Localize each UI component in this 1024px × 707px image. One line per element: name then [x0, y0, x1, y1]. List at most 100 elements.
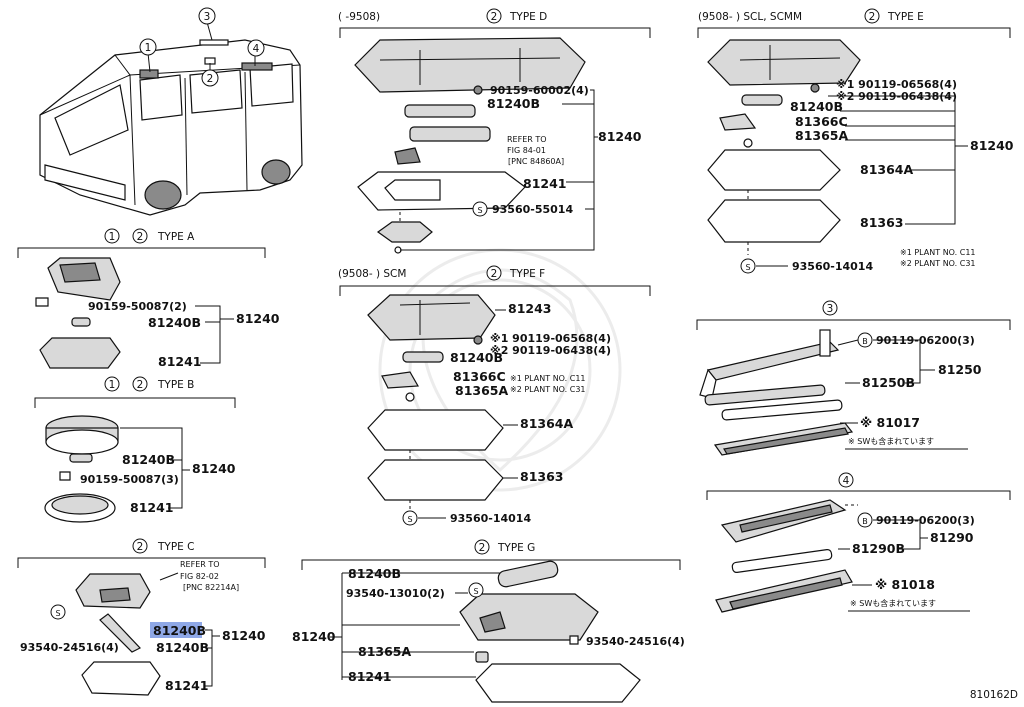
svg-text:※1 PLANT NO. C11: ※1 PLANT NO. C11 [510, 374, 586, 383]
svg-text:2: 2 [479, 542, 486, 554]
type-c-p4: 81241 [165, 678, 209, 693]
type-f-p7: 81363 [520, 469, 564, 484]
highlight-box [150, 622, 202, 638]
sec4-p2: 81290B [852, 541, 905, 556]
type-c-p1: 93540-24516(4) [20, 641, 119, 654]
type-d-title: TYPE D [509, 11, 547, 23]
sec4-p1: 90119-06200(3) [876, 514, 975, 527]
svg-text:S: S [477, 206, 482, 215]
svg-text:S: S [55, 609, 60, 618]
svg-text:REFER TO: REFER TO [180, 560, 220, 569]
svg-text:※1 PLANT NO. C11: ※1 PLANT NO. C11 [900, 248, 976, 257]
type-f-p3: 81240B [450, 350, 503, 365]
type-d-p1: 90159-60002(4) [490, 84, 589, 97]
sec3-note: ※ SWも含まれています [848, 436, 934, 446]
svg-text:2: 2 [491, 11, 498, 23]
type-g-title: TYPE G [497, 542, 535, 554]
svg-text:[PNC 82214A]: [PNC 82214A] [183, 583, 239, 592]
sec3-p2: 81250B [862, 375, 915, 390]
type-e-p6: 81363 [860, 215, 904, 230]
type-e-p5: 81364A [860, 162, 913, 177]
type-d-p2: 81240B [487, 96, 540, 111]
svg-text:REFER TO: REFER TO [507, 135, 547, 144]
svg-text:2: 2 [869, 11, 876, 23]
type-b-p2: 90159-50087(3) [80, 473, 179, 486]
type-b-p1: 81240B [122, 452, 175, 467]
type-g-main: 81240 [292, 629, 336, 644]
svg-text:FIG 82-02: FIG 82-02 [180, 572, 219, 581]
section-type-b: 1 2 TYPE B 81240B 90159-50087(3) 81241 8… [34, 376, 236, 523]
type-b-main: 81240 [192, 461, 236, 476]
type-d-prefix: ( -9508) [338, 11, 380, 23]
svg-text:B: B [862, 517, 868, 526]
sec3-p3: ※ 81017 [860, 415, 920, 430]
sec3-main: 81250 [938, 362, 982, 377]
type-d-p3: 81241 [523, 176, 567, 191]
type-c-p3: 81240B [156, 640, 209, 655]
svg-text:2: 2 [491, 268, 498, 280]
type-a-p1: 90159-50087(2) [88, 300, 187, 313]
section-type-a: 1 2 TYPE A 90159-50087(2) 81240B 81241 8… [17, 228, 280, 369]
svg-text:[PNC 84860A]: [PNC 84860A] [508, 157, 564, 166]
callout-marker-1: 1 [139, 38, 157, 56]
type-e-p1a: ※1 90119-06568(4) [836, 78, 957, 91]
sec4-p3: ※ 81018 [875, 577, 935, 592]
type-f-prefix: (9508- ) SCM [338, 268, 406, 280]
type-g-p3: 93540-24516(4) [586, 635, 685, 648]
svg-text:1: 1 [109, 379, 116, 391]
type-e-main: 81240 [970, 138, 1014, 153]
type-f-p4: 81366C [453, 369, 506, 384]
svg-text:3: 3 [827, 303, 834, 315]
svg-text:S: S [407, 515, 412, 524]
section-3: 3 B 90119-06200(3) 81250B ※ 81017 ※ SWも含… [696, 300, 1011, 456]
type-e-p2: 81240B [790, 99, 843, 114]
type-f-p5: 81365A [455, 383, 508, 398]
type-f-p2b: ※2 90119-06438(4) [490, 344, 611, 357]
type-d-main: 81240 [598, 129, 642, 144]
type-e-title: TYPE E [887, 11, 924, 23]
type-b-title: TYPE B [157, 379, 194, 391]
type-e-prefix: (9508- ) SCL, SCMM [698, 11, 802, 23]
svg-text:※2 PLANT NO. C31: ※2 PLANT NO. C31 [510, 385, 586, 394]
type-f-p1: 81243 [508, 301, 552, 316]
section-type-c: 2 TYPE C S REFER TO FIG 82-02 [PNC 82214… [17, 538, 266, 696]
svg-text:1: 1 [145, 42, 152, 54]
type-f-p8: 93560-14014 [450, 512, 531, 525]
sec3-p1: 90119-06200(3) [876, 334, 975, 347]
type-c-p2-highlighted: 81240B [153, 623, 206, 638]
type-d-p4: 93560-55014 [492, 203, 573, 216]
svg-text:4: 4 [253, 43, 260, 55]
svg-text:2: 2 [207, 73, 214, 85]
type-e-p3: 81366C [795, 114, 848, 129]
callout-marker-2: 2 [201, 69, 219, 87]
section-type-g: 2 TYPE G S 81240B 93540-13010(2) 93540-2… [292, 539, 685, 703]
svg-text:S: S [473, 587, 478, 596]
svg-text:1: 1 [109, 231, 116, 243]
svg-text:4: 4 [843, 475, 850, 487]
type-g-p2: 93540-13010(2) [346, 587, 445, 600]
type-b-p3: 81241 [130, 500, 174, 515]
svg-text:3: 3 [204, 11, 211, 23]
section-type-e: (9508- ) SCL, SCMM 2 TYPE E ※1 90119-065… [697, 8, 1014, 274]
type-a-p2: 81240B [148, 315, 201, 330]
svg-text:B: B [862, 337, 868, 346]
type-c-title: TYPE C [157, 541, 194, 553]
svg-text:S: S [745, 263, 750, 272]
type-c-main: 81240 [222, 628, 266, 643]
type-e-p4: 81365A [795, 128, 848, 143]
section-type-d: ( -9508) 2 TYPE D 90159-60002(4) 81240B … [338, 8, 651, 254]
callout-marker-4: 4 [247, 39, 265, 57]
type-f-p2a: ※1 90119-06568(4) [490, 332, 611, 345]
type-f-title: TYPE F [509, 268, 545, 280]
section-4: 4 B 90119-06200(3) 81290B ※ 81018 ※ SWも含… [706, 472, 1011, 613]
type-f-p6: 81364A [520, 416, 573, 431]
type-a-p3: 81241 [158, 354, 202, 369]
svg-text:2: 2 [137, 231, 144, 243]
figure-code: 810162D [970, 689, 1018, 701]
svg-text:2: 2 [137, 379, 144, 391]
sec4-main: 81290 [930, 530, 974, 545]
svg-text:FIG 84-01: FIG 84-01 [507, 146, 546, 155]
svg-text:※2 PLANT NO. C31: ※2 PLANT NO. C31 [900, 259, 976, 268]
section-type-f: (9508- ) SCM 2 TYPE F 81243 ※1 90119-065… [338, 265, 651, 526]
